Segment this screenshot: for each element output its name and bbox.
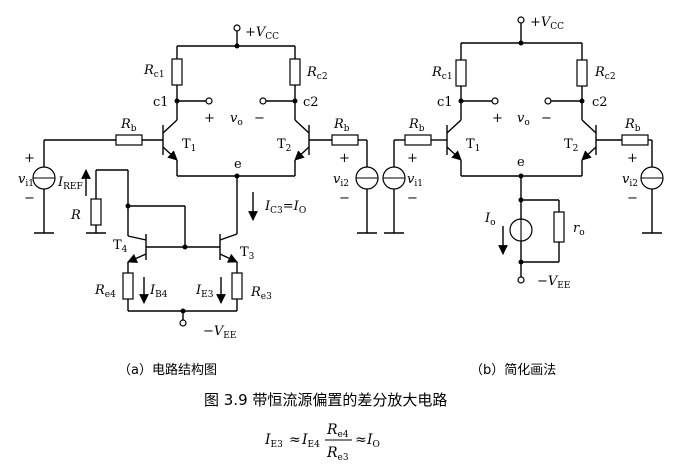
vo-minus-b: −	[541, 111, 552, 126]
vo-label-a: vo	[230, 111, 243, 128]
t1-label-a: T1	[182, 137, 196, 154]
formula-approx-2: ≈	[355, 432, 367, 448]
re3-resistor-a	[231, 272, 243, 300]
ro-resistor-b	[553, 211, 565, 243]
rc1-label-a: Rc1	[143, 63, 165, 80]
figure-caption: 图 3.9 带恒流源偏置的差分放大电路	[204, 391, 447, 409]
vo-label-b: vo	[517, 111, 530, 128]
ic3-label-a: IC3=IO	[264, 199, 306, 216]
t2-label-b: T2	[564, 137, 578, 154]
vcc-terminal-a	[233, 24, 241, 32]
ib4-label-a: IB4	[149, 283, 168, 300]
rc1-resistor-a	[171, 58, 183, 86]
vee-label-a: −VEE	[203, 324, 236, 341]
vcc-label-a: +VCC	[245, 25, 279, 42]
rb-left-resistor-a	[115, 134, 143, 146]
circuit-a: +VCC Rc1 Rc2 c1 c2 + vo − T1	[18, 24, 379, 341]
re4-label-a: Re4	[94, 283, 116, 300]
vi1-minus-a: −	[24, 191, 35, 206]
vi1-plus-a: +	[24, 151, 35, 166]
rc2-resistor-a	[289, 58, 301, 86]
iref-label-a: IREF	[57, 175, 83, 192]
caption-a: （a）电路结构图	[118, 362, 217, 378]
vi2-plus-a: +	[339, 151, 350, 166]
rc1-resistor-b	[455, 59, 467, 87]
node-c1-label-b: c1	[437, 95, 453, 110]
formula-mid: IE4	[301, 432, 320, 450]
vo-plus-b: +	[492, 111, 503, 126]
rb-right-resistor-a	[331, 134, 359, 146]
vo-plus-a: +	[204, 111, 215, 126]
vi1-minus-b: −	[407, 191, 418, 206]
re3-label-a: Re3	[250, 285, 272, 302]
vi1-label-a: vi1	[18, 172, 34, 189]
node-e-label-b: e	[517, 155, 525, 170]
vo-minus-a: −	[254, 111, 265, 126]
node-c2-label-a: c2	[303, 95, 319, 110]
t1-label-b: T1	[466, 137, 480, 154]
caption-b: （b）简化画法	[470, 362, 556, 378]
vee-label-b: −VEE	[537, 274, 570, 291]
vi1-plus-b: +	[407, 151, 418, 166]
io-label-b: Io	[484, 211, 496, 228]
node-e-label-a: e	[234, 157, 242, 172]
vi2-minus-a: −	[339, 191, 350, 206]
rc2-label-b: Rc2	[594, 65, 616, 82]
t4-label-a: T4	[113, 238, 128, 255]
vee-terminal-b	[517, 276, 525, 284]
formula-lhs: IE3	[264, 432, 283, 450]
vi2-plus-b: +	[627, 151, 638, 166]
r-resistor-a	[90, 198, 102, 226]
vi2-label-a: vi2	[333, 172, 349, 189]
t2-label-a: T2	[277, 137, 291, 154]
circuit-b: +VCC Rc1 Rc2 c1 c2 + vo − T1	[382, 15, 664, 291]
node-c2-label-b: c2	[592, 95, 608, 110]
vi2-label-b: vi2	[622, 172, 638, 189]
formula-rhs: IO	[366, 432, 380, 450]
rb-right-label-a: Rb	[333, 117, 350, 134]
t3-label-a: T3	[240, 245, 255, 262]
rb-left-label-b: Rb	[408, 117, 425, 134]
rb-left-label-a: Rb	[120, 117, 137, 134]
vi2-minus-b: −	[627, 191, 638, 206]
rc2-label-a: Rc2	[306, 65, 328, 82]
vee-terminal-a	[179, 319, 187, 327]
vcc-label-b: +VCC	[530, 15, 564, 32]
re4-resistor-a	[122, 272, 134, 300]
r-label-a: R	[70, 208, 81, 223]
vcc-terminal-b	[517, 16, 525, 24]
rb-right-label-b: Rb	[624, 117, 641, 134]
formula-denominator: Re3	[326, 445, 349, 463]
formula-approx-1: ≈	[289, 432, 301, 448]
rb-right-resistor-b	[621, 134, 649, 146]
rc1-label-b: Rc1	[431, 65, 453, 82]
rc2-resistor-b	[576, 59, 588, 87]
node-c1-label-a: c1	[153, 95, 169, 110]
vi1-label-b: vi1	[407, 172, 423, 189]
ie3-label-a: IE3	[195, 283, 214, 300]
rb-left-resistor-b	[404, 134, 432, 146]
formula-numerator: Re4	[326, 422, 349, 440]
ro-label-b: ro	[573, 221, 585, 238]
formula: IE3 ≈ IE4 Re4 Re3 ≈ IO	[264, 422, 380, 463]
